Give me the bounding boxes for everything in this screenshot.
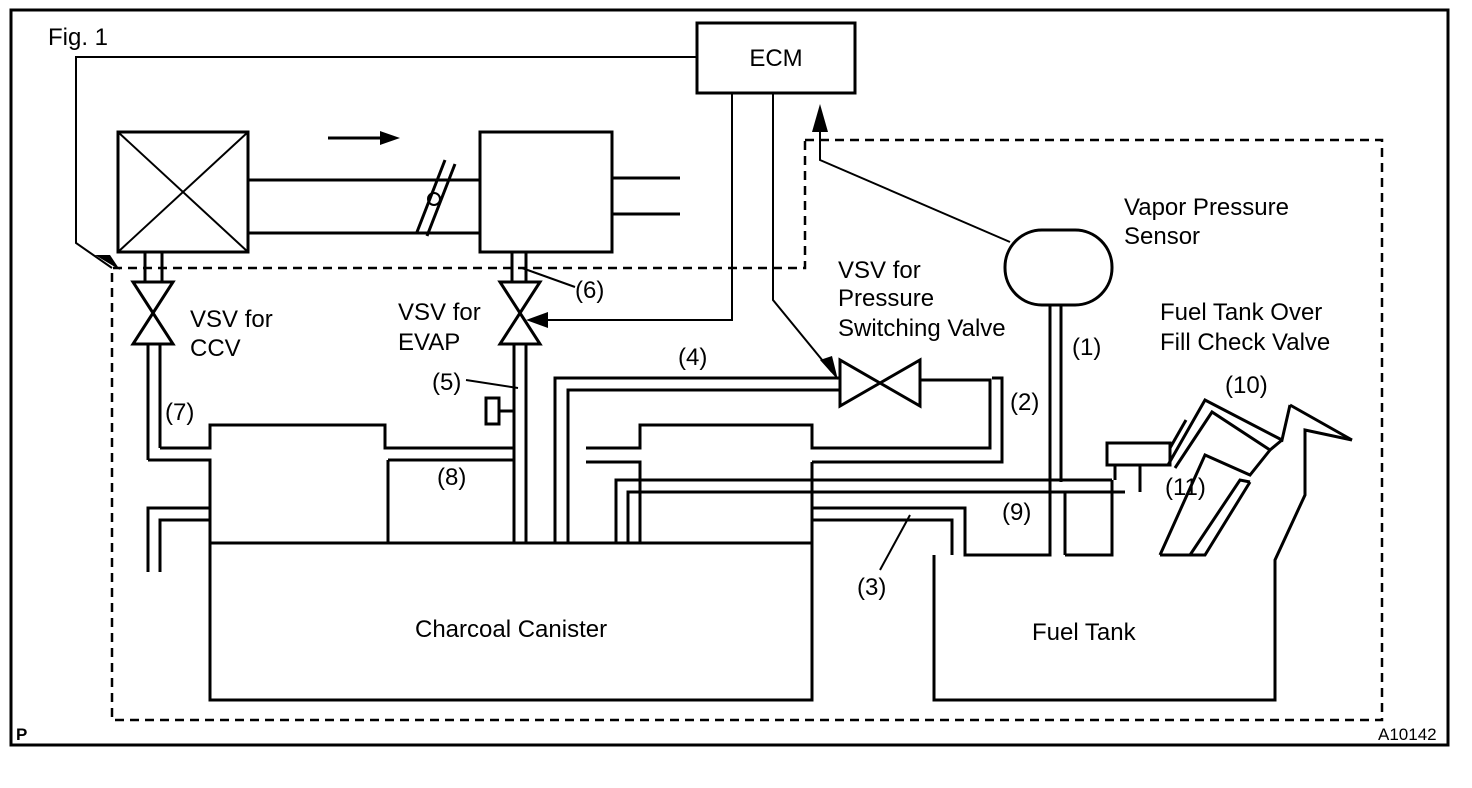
signal-line-sensor-to-ecm: [812, 104, 1011, 243]
vapor-pressure-sensor-label-1: Vapor Pressure: [1124, 194, 1289, 221]
vsv-pressure-label-1: VSV for: [838, 257, 921, 284]
figure-id: A10142: [1378, 725, 1437, 744]
vsv-pressure-label-3: Switching Valve: [838, 315, 1006, 342]
ecm-box: ECM: [695, 21, 857, 95]
charcoal-canister-label: Charcoal Canister: [415, 616, 607, 643]
vapor-pressure-sensor: [1003, 228, 1114, 482]
signal-line-ecm-to-pressure-vsv: [772, 93, 838, 380]
callout-4: (4): [678, 344, 707, 371]
callout-3-leader: [879, 514, 911, 571]
fill-check-valve: [1105, 419, 1188, 480]
intake-duct: [248, 159, 480, 237]
callout-6-leader: [521, 267, 576, 288]
vsv-ccv-label-2: CCV: [190, 335, 241, 362]
callout-9: (9): [1002, 499, 1031, 526]
figure-title: Fig. 1: [48, 24, 108, 51]
figure-frame: [9, 8, 1450, 747]
callout-10: (10): [1225, 372, 1268, 399]
airflow-arrow: [328, 131, 400, 145]
callout-1: (1): [1072, 334, 1101, 361]
fuel-tank: [932, 428, 1353, 702]
callout-6: (6): [575, 277, 604, 304]
signal-line-ecm-to-evap: [526, 93, 733, 328]
callout-8: (8): [437, 464, 466, 491]
vsv-evap-label-2: EVAP: [398, 329, 460, 356]
callout-2: (2): [1010, 389, 1039, 416]
callout-11: (11): [1165, 474, 1206, 501]
filler-neck: [1158, 398, 1353, 557]
pipe-3: [812, 482, 1052, 557]
vsv-ccv-label-1: VSV for: [190, 306, 273, 333]
corner-mark: P: [16, 725, 27, 744]
signal-line-ecm-to-ccv: [75, 56, 697, 270]
ecm-label: ECM: [749, 45, 802, 72]
callout-5: (5): [432, 369, 461, 396]
vsv-evap-label-1: VSV for: [398, 299, 481, 326]
system-boundary-dashed: [110, 138, 1384, 722]
callout-5-leader: [465, 379, 519, 389]
vsv-pressure-switching: [553, 357, 922, 543]
vsv-evap: [484, 252, 543, 542]
vsv-ccv: [130, 252, 176, 460]
intake-manifold: [478, 130, 680, 254]
vapor-pressure-sensor-label-2: Sensor: [1124, 223, 1200, 250]
callout-7: (7): [165, 399, 194, 426]
callout-3: (3): [857, 574, 886, 601]
vsv-pressure-label-2: Pressure: [838, 285, 934, 312]
fuel-tank-label: Fuel Tank: [1032, 619, 1137, 646]
charcoal-canister: [146, 376, 1004, 702]
air-cleaner: [116, 130, 250, 254]
pipe-9: [614, 478, 1125, 543]
fill-check-valve-label-1: Fuel Tank Over: [1160, 299, 1322, 326]
fill-check-valve-label-2: Fill Check Valve: [1160, 329, 1330, 356]
